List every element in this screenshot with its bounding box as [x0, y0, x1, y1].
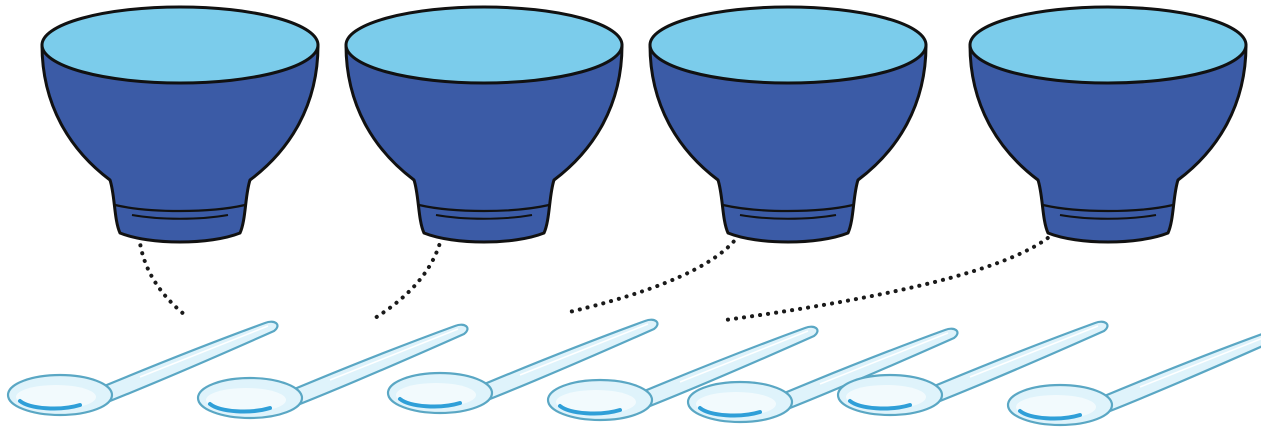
bowl-icon	[650, 7, 926, 242]
bowl-icon	[42, 7, 318, 242]
dotted-connector	[565, 205, 748, 313]
connector-lines	[138, 205, 1068, 320]
spoons-row	[8, 320, 1261, 425]
bowl-icon	[346, 7, 622, 242]
bowl-icon	[970, 7, 1246, 242]
bowls-row	[42, 7, 1246, 242]
